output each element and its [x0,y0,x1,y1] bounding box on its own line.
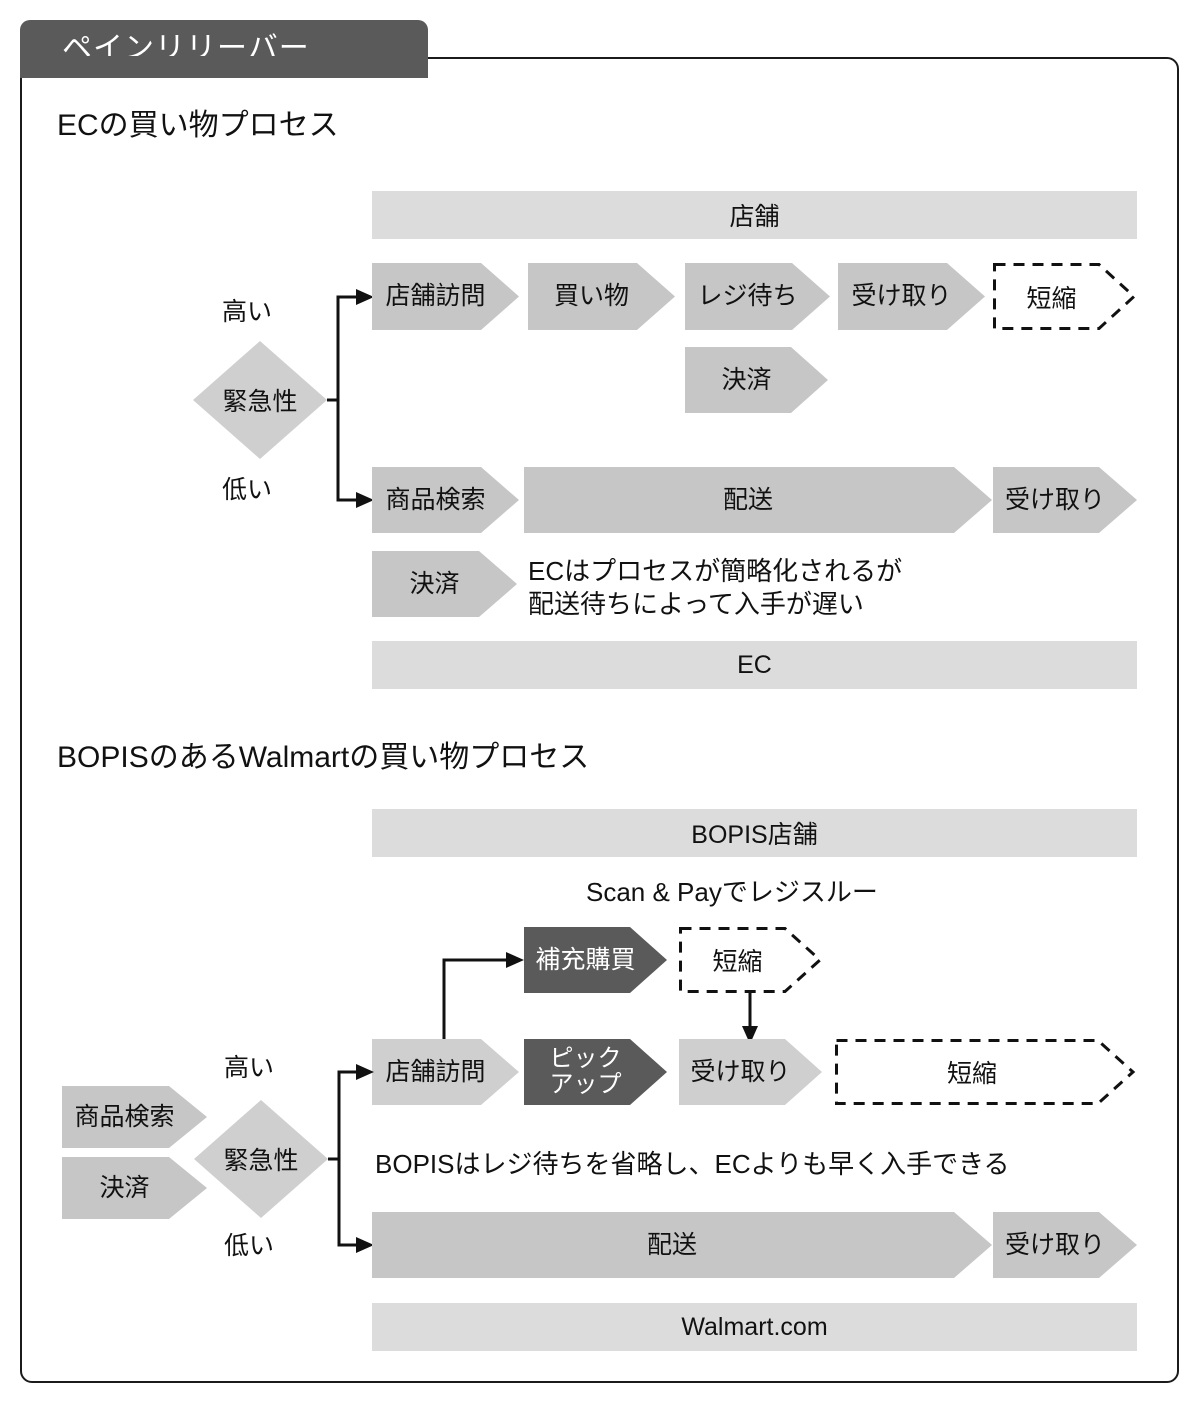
connector-store-visit-to-replenish [442,952,524,1070]
shorten-pickup-row: 短縮 [835,1039,1136,1105]
channel-band-ec: EC [372,641,1137,689]
tab-frame-mask [22,56,426,61]
note-ec: ECはプロセスが簡略化されるが 配送待ちによって入手が遅い [528,556,903,620]
shorten-replenish-row-label: 短縮 [712,948,763,976]
channel-band-store: 店舗 [372,191,1137,239]
channel-band-bopis-store: BOPIS店舗 [372,809,1137,857]
step-ec-delivery: 配送 [524,467,992,533]
shorten-pickup-row-label: 短縮 [946,1060,997,1088]
section-title-ec: ECの買い物プロセス [57,109,339,142]
note-bopis: BOPISはレジ待ちを省略し、ECよりも早く入手できる [375,1149,1010,1179]
branch-label-low-ec: 低い [222,476,273,504]
caption-scan-and-pay: Scan & Payでレジスルー [586,877,878,907]
step-bopis-delivery: 配送 [372,1212,992,1278]
channel-band-walmart: Walmart.com [372,1303,1137,1351]
shorten-store-row-label: 短縮 [1026,284,1077,313]
branch-label-low-bopis: 低い [224,1232,275,1260]
branch-label-high-ec: 高い [222,298,273,326]
connector-urgency-bopis [328,1064,374,1253]
connector-shorten-to-receive [742,992,758,1044]
shorten-store-row: 短縮 [993,263,1137,330]
connector-urgency-ec [327,289,374,508]
branch-label-high-bopis: 高い [224,1054,275,1082]
shorten-replenish-row: 短縮 [679,927,823,993]
section-title-bopis: BOPISのあるWalmartの買い物プロセス [57,741,590,774]
step-bopis-receive: 受け取り [679,1039,822,1105]
